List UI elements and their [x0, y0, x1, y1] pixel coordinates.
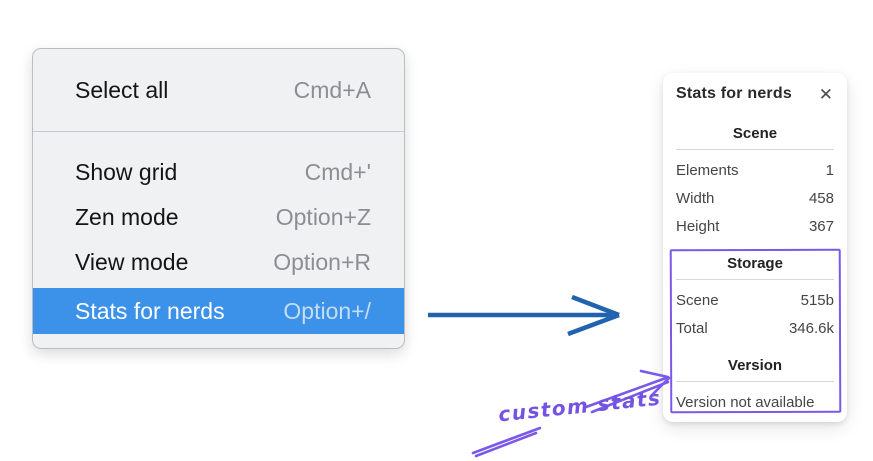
- stat-label: Height: [676, 217, 720, 235]
- menu-item-label: Stats for nerds: [75, 297, 225, 324]
- menu-item-shortcut: Cmd+A: [293, 76, 371, 103]
- menu-item-label: Show grid: [75, 159, 178, 185]
- close-icon[interactable]: ✕: [818, 84, 833, 104]
- connector-arrow: [428, 294, 620, 337]
- menu-item-shortcut: Option+/: [283, 297, 371, 324]
- stat-row-elements: Elements 1: [676, 156, 834, 184]
- section-heading-storage: Storage: [727, 255, 783, 272]
- stat-row-width: Width 458: [676, 184, 834, 212]
- section-heading-version: Version: [727, 357, 783, 374]
- annotation-label: custom stats: [497, 385, 663, 427]
- section-divider: [676, 279, 834, 280]
- menu-item-label: Select all: [75, 76, 169, 103]
- stat-row-total-size: Total 346.6k: [676, 314, 834, 342]
- menu-section-top: Select all Cmd+A: [33, 49, 404, 131]
- menu-item-label: Zen mode: [75, 204, 179, 230]
- menu-item-zen-mode[interactable]: Zen mode Option+Z: [33, 195, 404, 240]
- stat-row-height: Height 367: [676, 212, 834, 240]
- stats-panel-title: Stats for nerds: [676, 85, 792, 102]
- stat-label: Width: [676, 189, 715, 207]
- menu-item-select-all[interactable]: Select all Cmd+A: [33, 65, 404, 115]
- stat-value: 458: [808, 189, 834, 207]
- menu-item-shortcut: Option+R: [273, 249, 371, 275]
- menu-item-shortcut: Option+Z: [275, 204, 371, 230]
- stat-row-scene-size: Scene 515b: [676, 286, 834, 314]
- version-note: Version not available: [676, 393, 815, 411]
- stats-panel-header: Stats for nerds ✕: [676, 85, 834, 103]
- stat-value: 346.6k: [788, 319, 834, 337]
- stat-label: Total: [676, 319, 708, 337]
- menu-item-show-grid[interactable]: Show grid Cmd+': [33, 150, 404, 195]
- stat-value: 1: [825, 161, 834, 179]
- menu-item-view-mode[interactable]: View mode Option+R: [33, 240, 404, 285]
- menu-section-bottom: Show grid Cmd+' Zen mode Option+Z View m…: [33, 131, 404, 348]
- section-divider: [676, 381, 834, 382]
- stat-label: Scene: [676, 291, 719, 309]
- section-divider: [676, 149, 834, 150]
- stat-value: 367: [808, 217, 834, 235]
- stats-panel: Stats for nerds ✕ Scene Elements 1 Width…: [663, 73, 847, 422]
- menu-item-shortcut: Cmd+': [304, 159, 371, 185]
- menu-item-label: View mode: [75, 249, 189, 275]
- menu-item-stats-for-nerds[interactable]: Stats for nerds Option+/: [33, 288, 404, 334]
- section-heading-scene: Scene: [732, 125, 778, 142]
- context-menu: Select all Cmd+A Show grid Cmd+' Zen mod…: [32, 48, 405, 349]
- stat-value: 515b: [800, 291, 834, 309]
- stat-label: Elements: [676, 161, 739, 179]
